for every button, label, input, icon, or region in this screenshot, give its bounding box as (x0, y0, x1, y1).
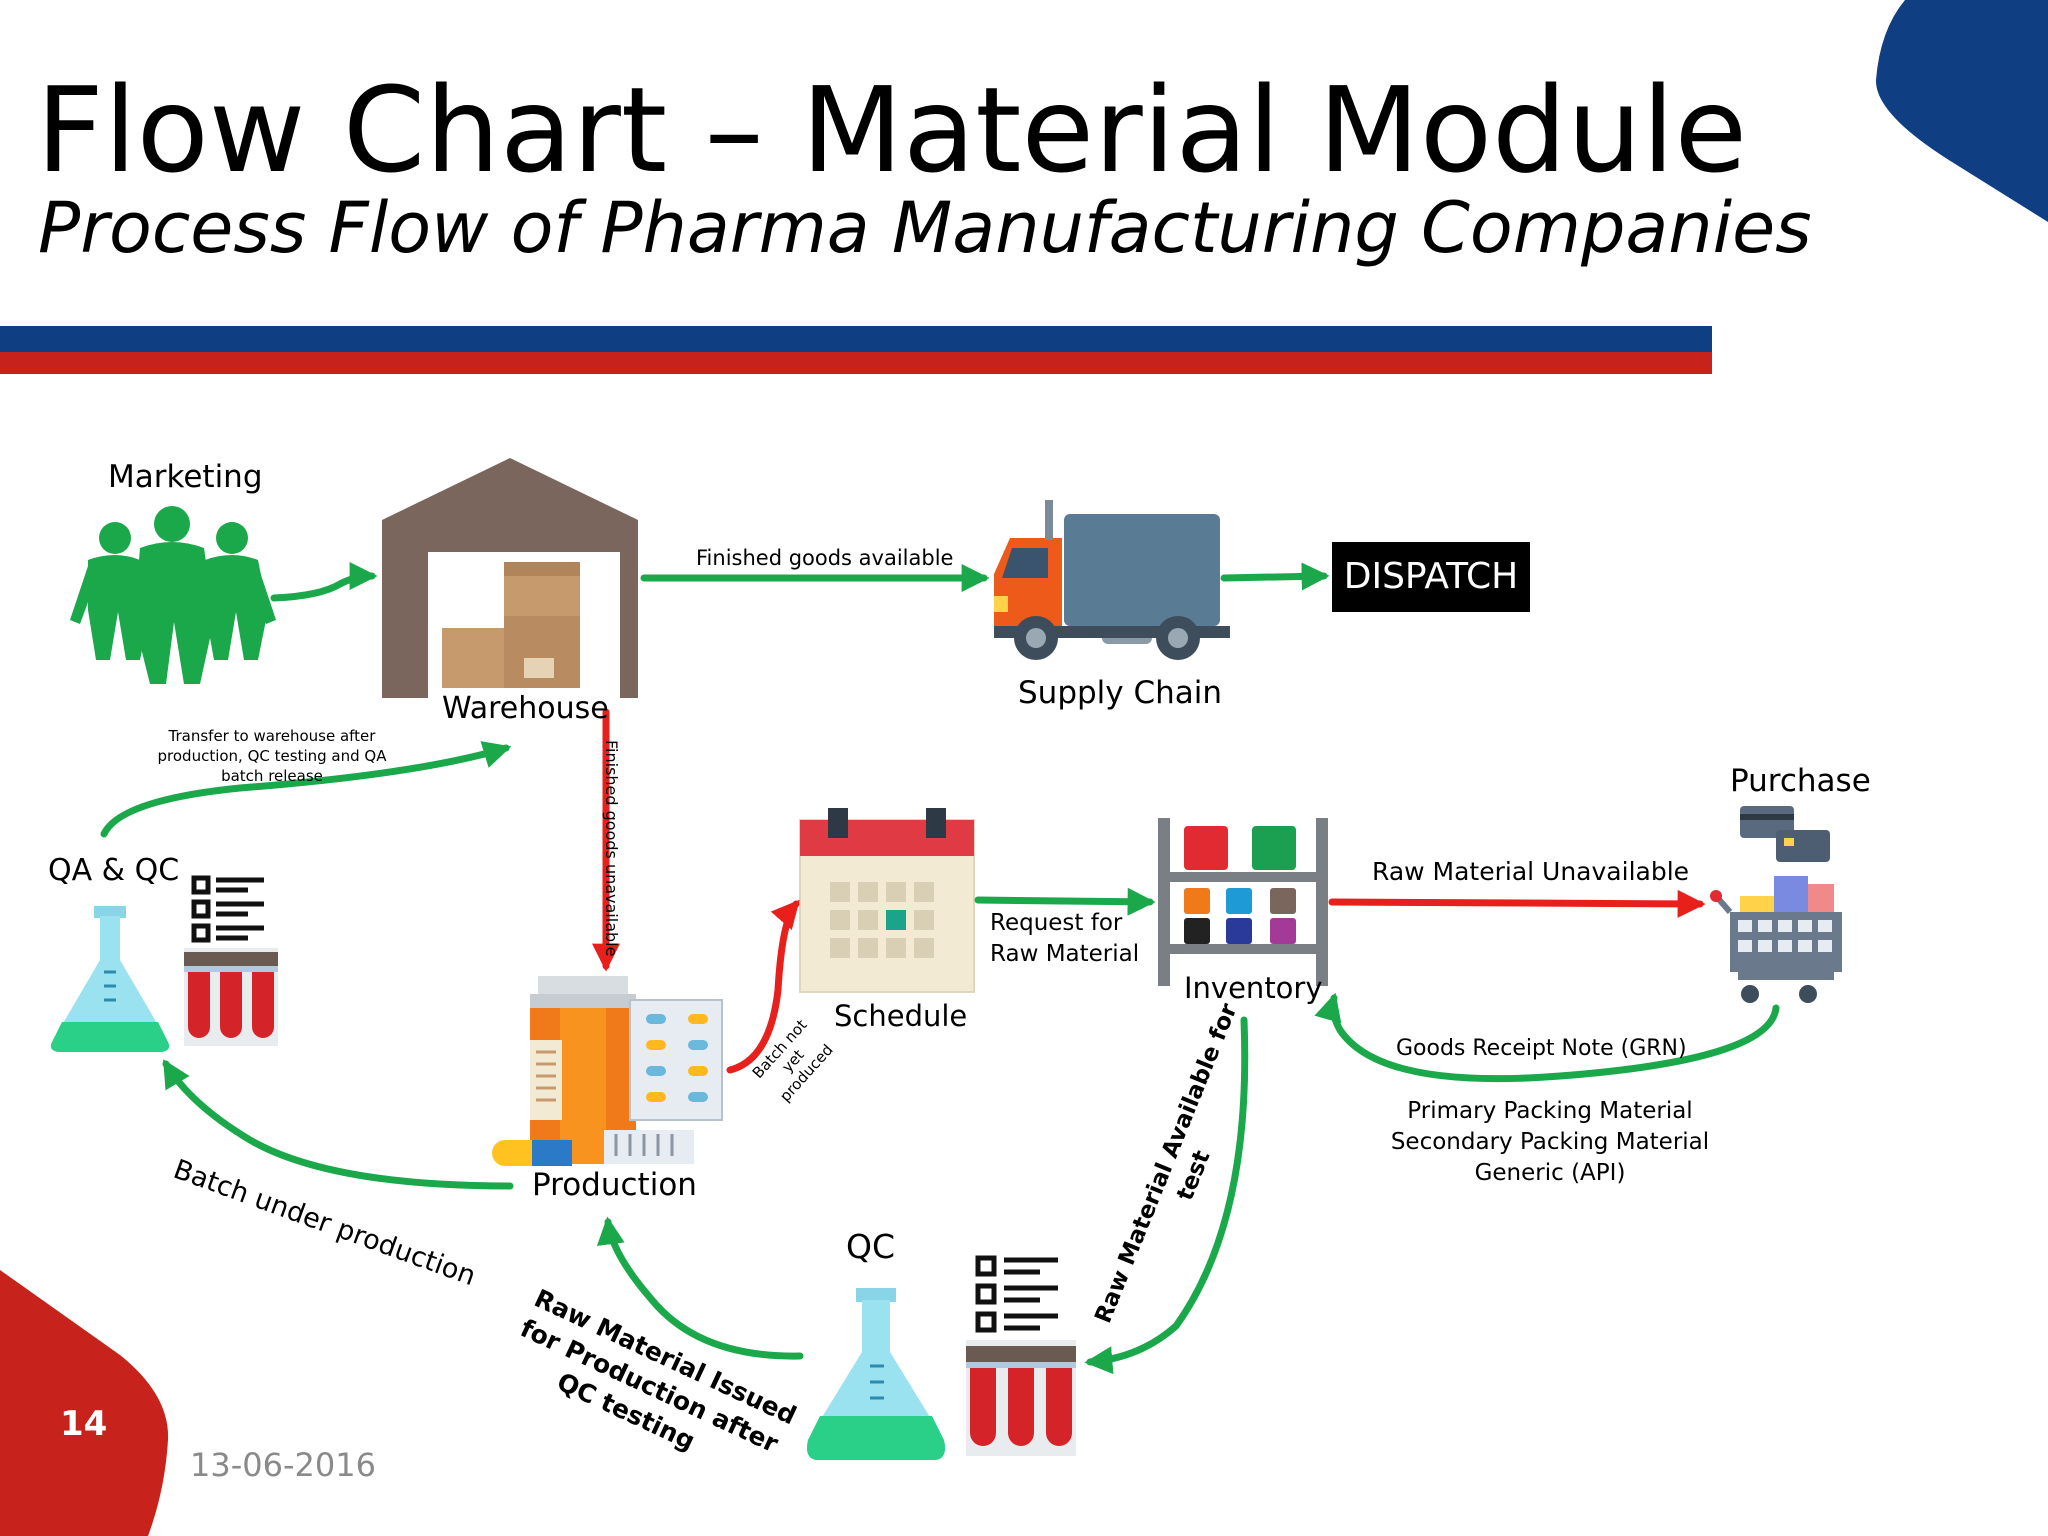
slide-subtitle: Process Flow of Pharma Manufacturing Com… (38, 187, 1812, 269)
node-supply-chain: Supply Chain (1018, 675, 1223, 711)
edge-production-qaqc (162, 1059, 514, 1190)
header-bar-blue (0, 326, 1712, 352)
node-inventory: Inventory (1184, 971, 1323, 1005)
bottom-left-red-shape (0, 1270, 169, 1536)
medicine-icon (492, 976, 723, 1166)
page-number: 14 (60, 1404, 108, 1444)
label-request-raw-material: Request for Raw Material (990, 910, 1140, 967)
node-dispatch: DISPATCH (1332, 542, 1530, 612)
materials-list: Primary Packing Material Secondary Packi… (1390, 1098, 1710, 1186)
label-grn: Goods Receipt Note (GRN) (1396, 1036, 1687, 1061)
node-qa-qc: QA & QC (48, 853, 180, 888)
slide-date: 13-06-2016 (190, 1446, 376, 1484)
edge-qc-production (596, 1216, 804, 1360)
node-marketing: Marketing (108, 459, 263, 495)
edge-production-schedule (726, 899, 800, 1074)
checklist-icon-qc (975, 1255, 1058, 1333)
label-finished-available: Finished goods available (696, 546, 954, 570)
test-tubes-icon-qc (966, 1340, 1076, 1456)
node-production: Production (532, 1167, 697, 1203)
node-warehouse: Warehouse (442, 691, 609, 726)
edge-schedule-inventory (974, 887, 1156, 916)
slide-title: Flow Chart – Material Module (36, 61, 1748, 199)
test-tubes-icon-qa (184, 948, 278, 1046)
edge-inventory-purchase (1328, 889, 1706, 918)
label-finished-unavailable: Finished goods unavailable (602, 740, 621, 957)
truck-icon (994, 500, 1230, 660)
edge-purchase-inventory (1314, 992, 1780, 1083)
edge-supply-dispatch (1220, 562, 1330, 591)
top-right-blue-shape (1875, 0, 2048, 222)
warehouse-icon (382, 458, 638, 698)
label-transfer-warehouse: Transfer to warehouse after production, … (157, 727, 387, 785)
node-qc: QC (846, 1227, 896, 1266)
shopping-cart-icon (1710, 806, 1842, 1003)
edge-qaqc-warehouse (100, 741, 512, 838)
flask-icon-qa (50, 906, 170, 1052)
edge-marketing-warehouse (270, 562, 378, 602)
node-purchase: Purchase (1730, 763, 1871, 799)
shelf-icon (1158, 818, 1328, 986)
checklist-icon-qa (191, 875, 264, 943)
edge-inventory-qc (1084, 1016, 1249, 1375)
flask-icon-qc (807, 1288, 945, 1460)
calendar-icon (799, 808, 975, 993)
label-rm-unavailable: Raw Material Unavailable (1372, 857, 1690, 886)
header-bar-red (0, 352, 1712, 374)
node-schedule: Schedule (834, 999, 968, 1033)
people-group-icon (70, 506, 276, 684)
